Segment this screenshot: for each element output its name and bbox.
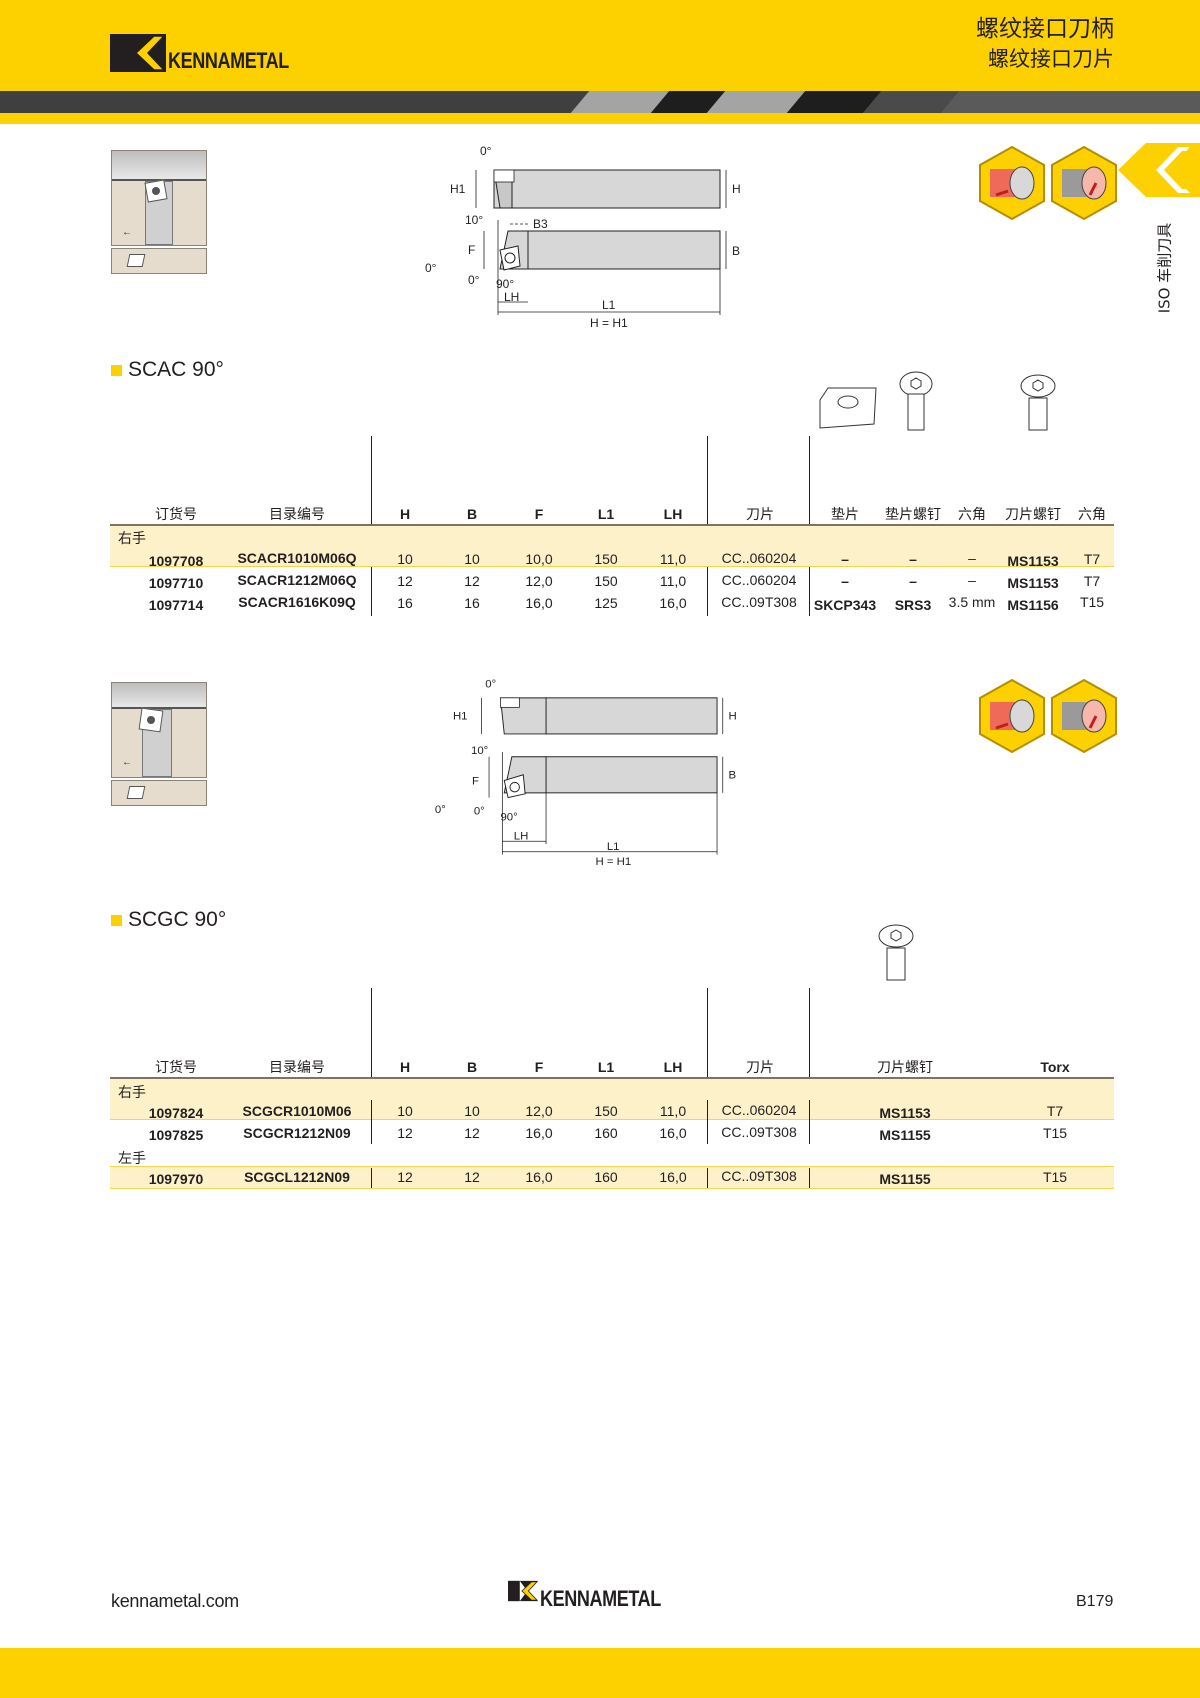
page-header: KENNAMETAL 螺纹接口刀柄 螺纹接口刀片 bbox=[0, 0, 1200, 124]
insert-screw-icon bbox=[878, 924, 914, 981]
svg-text:10°: 10° bbox=[471, 745, 488, 757]
operation-icons bbox=[978, 145, 1118, 221]
svg-text:H1: H1 bbox=[450, 182, 466, 196]
svg-text:L1: L1 bbox=[607, 841, 620, 853]
svg-text:B: B bbox=[728, 770, 736, 782]
external-turning-icon bbox=[979, 678, 1045, 754]
svg-text:H1: H1 bbox=[453, 711, 468, 723]
bullet-square-icon bbox=[111, 914, 122, 926]
svg-text:H = H1: H = H1 bbox=[595, 856, 631, 866]
svg-text:F: F bbox=[472, 775, 479, 787]
insert-screw-icon bbox=[1020, 374, 1056, 431]
footer-bar bbox=[0, 1648, 1200, 1698]
group-label-right-hand: 右手 bbox=[118, 531, 146, 547]
title-line-1: 螺纹接口刀柄 bbox=[976, 16, 1114, 42]
page-title: 螺纹接口刀柄 螺纹接口刀片 bbox=[976, 14, 1114, 74]
section-title-scgc: SCGC 90° bbox=[111, 908, 226, 932]
kennametal-k-icon bbox=[110, 34, 166, 72]
brand-name: KENNAMETAL bbox=[168, 48, 289, 73]
footer-website-link[interactable]: kennametal.com bbox=[111, 1591, 239, 1611]
kennametal-k-icon bbox=[508, 1580, 538, 1602]
svg-text:10°: 10° bbox=[465, 213, 483, 227]
feed-arrow-icon: ← bbox=[122, 227, 132, 238]
group-label-right-hand: 右手 bbox=[118, 1085, 146, 1101]
svg-text:0°: 0° bbox=[425, 261, 437, 275]
footer-brand-name: KENNAMETAL bbox=[540, 1586, 661, 1611]
tool-holder-drawing: 0° H1 H 10° B3 F B 0° 0° 90° LH L1 H = H… bbox=[425, 144, 741, 330]
svg-text:0°: 0° bbox=[474, 806, 485, 818]
feed-arrow-icon: ← bbox=[122, 757, 132, 768]
external-turning-icon bbox=[979, 145, 1045, 221]
svg-text:0°: 0° bbox=[480, 144, 492, 158]
svg-text:B3: B3 bbox=[533, 217, 548, 231]
svg-text:90°: 90° bbox=[496, 277, 514, 291]
header-stripe bbox=[0, 91, 1200, 113]
bullet-square-icon bbox=[111, 364, 122, 376]
shim-icon bbox=[819, 387, 877, 429]
svg-text:F: F bbox=[468, 243, 475, 257]
section-title-scac: SCAC 90° bbox=[111, 358, 224, 382]
svg-text:H = H1: H = H1 bbox=[590, 316, 628, 330]
title-line-2: 螺纹接口刀片 bbox=[988, 47, 1114, 71]
application-thumbnail: ← bbox=[111, 682, 207, 806]
facing-icon bbox=[1051, 678, 1117, 754]
svg-text:LH: LH bbox=[504, 290, 519, 304]
svg-text:H: H bbox=[728, 711, 736, 723]
svg-text:L1: L1 bbox=[602, 298, 616, 312]
operation-icons bbox=[978, 678, 1118, 754]
tool-holder-drawing: 0° H1 H 10° F B 0° 0° 90° LH L1 H = H1 bbox=[435, 678, 737, 866]
section-chevron-icon bbox=[1118, 143, 1200, 197]
svg-text:H: H bbox=[732, 182, 741, 196]
svg-text:90°: 90° bbox=[500, 811, 517, 823]
svg-text:B: B bbox=[732, 244, 740, 258]
facing-icon bbox=[1051, 145, 1117, 221]
side-tab-label: ISO 车削刀具 bbox=[1155, 222, 1174, 314]
svg-text:0°: 0° bbox=[468, 273, 480, 287]
footer-logo: KENNAMETAL bbox=[508, 1572, 687, 1610]
scac-table: 订货号 目录编号 H B F L1 LH 刀片 垫片 垫片螺钉 六角 刀片螺钉 … bbox=[110, 436, 1114, 616]
shim-screw-icon bbox=[899, 371, 933, 431]
scgc-table: 订货号 目录编号 H B F L1 LH 刀片 刀片螺钉 Torx 右手 109… bbox=[110, 988, 1114, 1193]
application-thumbnail: ← bbox=[111, 150, 207, 274]
group-label-left-hand: 左手 bbox=[118, 1151, 146, 1167]
kennametal-logo: KENNAMETAL bbox=[110, 34, 315, 72]
page-number: B179 bbox=[1076, 1593, 1114, 1610]
svg-text:0°: 0° bbox=[435, 804, 446, 816]
svg-text:LH: LH bbox=[514, 830, 529, 842]
svg-text:0°: 0° bbox=[485, 678, 496, 690]
